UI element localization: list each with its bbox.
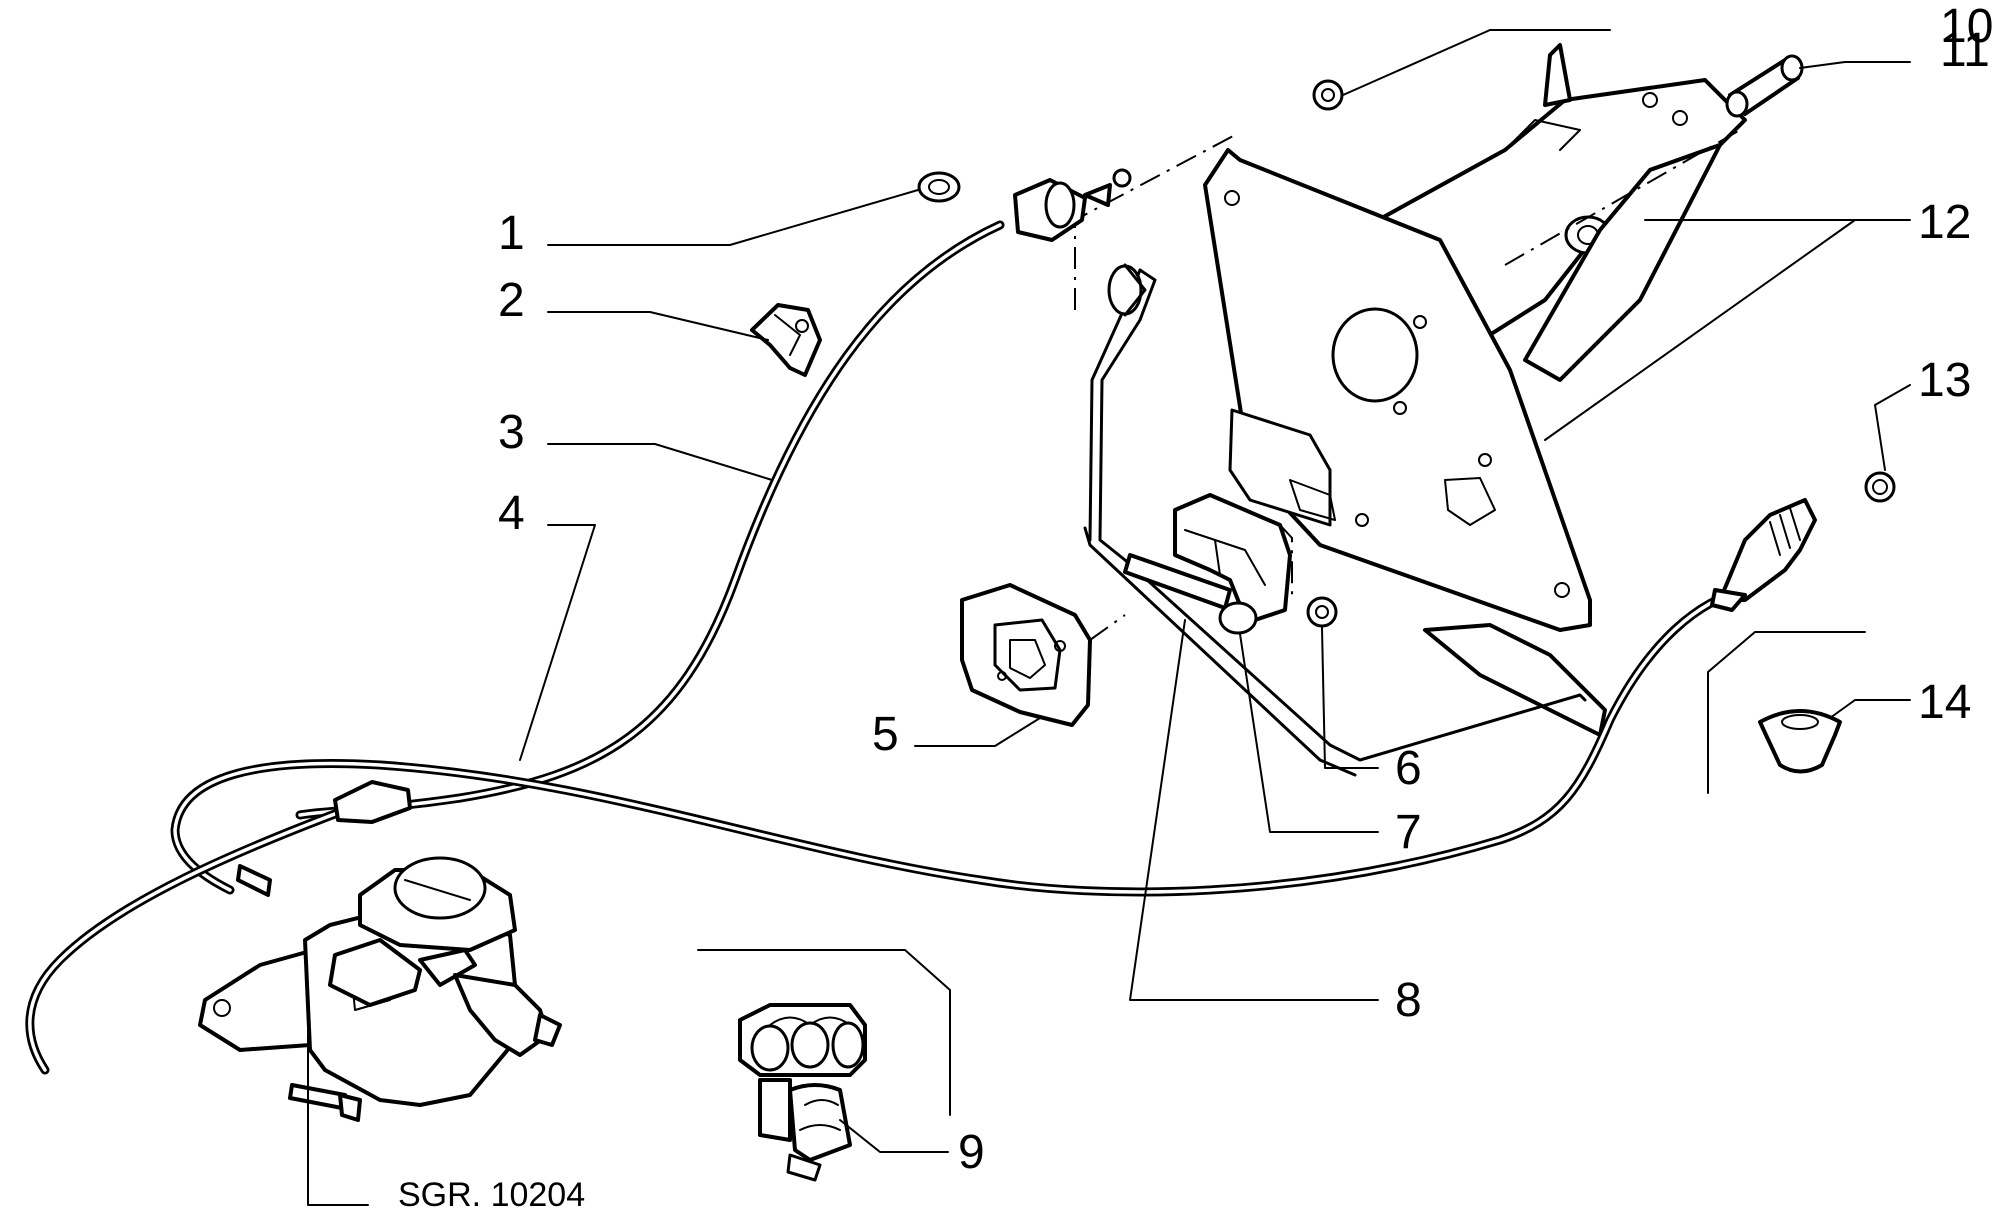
callout-6: 6	[1395, 742, 1422, 795]
callout-3: 3	[498, 406, 525, 459]
callout-5: 5	[872, 708, 899, 761]
leader-13	[1874, 384, 1911, 471]
cable-clip-9	[738, 1003, 867, 1182]
leader-1	[547, 189, 919, 246]
leader-10	[1342, 29, 1611, 96]
reference-code: SGR. 10204	[398, 1176, 585, 1209]
leader-11	[1799, 61, 1911, 69]
upper-cable-3	[295, 168, 1132, 820]
leader-lines	[307, 29, 1911, 1206]
pedal-pad	[960, 583, 1126, 727]
callout-14: 14	[1918, 676, 1971, 729]
callout-11: 11	[1940, 24, 1990, 77]
callout-10: 10	[1940, 0, 1993, 53]
callout-13: 13	[1918, 354, 1971, 407]
lower-cable-4	[170, 498, 1817, 897]
pedal-lever	[1083, 263, 1587, 777]
leader-3	[547, 443, 773, 481]
callout-4: 4	[498, 487, 525, 540]
grommet-1	[917, 171, 961, 203]
leader-5	[914, 717, 1041, 747]
dashed-leader-axis	[1279, 524, 1293, 600]
callout-8: 8	[1395, 974, 1422, 1027]
o-ring-13	[1864, 471, 1896, 503]
callout-1: 1	[498, 207, 525, 260]
leader-4	[519, 524, 596, 761]
feed-cable	[25, 780, 412, 1075]
grommet-14	[1758, 709, 1842, 774]
leader-9-frame	[697, 949, 951, 1116]
leader-12b	[1544, 219, 1856, 441]
callout-2: 2	[498, 274, 525, 327]
leader-7	[1239, 633, 1379, 833]
leader-9	[839, 1119, 949, 1153]
nut-6	[1306, 596, 1338, 628]
pedal-bracket	[1203, 43, 1747, 737]
leader-2	[547, 311, 769, 341]
bushing-11	[1725, 54, 1804, 118]
cable-clip-2	[750, 303, 822, 377]
master-cylinder-assembly	[198, 856, 562, 1122]
callout-12: 12	[1918, 196, 1971, 249]
dashed-leader-bushing	[1504, 129, 1741, 266]
leader-14-frame	[1707, 631, 1866, 794]
leader-14	[1829, 699, 1911, 719]
callout-7: 7	[1395, 806, 1422, 859]
leader-ref	[307, 1029, 369, 1206]
nut-10	[1312, 79, 1344, 111]
leader-6	[1321, 627, 1379, 769]
pedal-pivot-housing	[1173, 493, 1292, 635]
leader-8	[1129, 619, 1379, 1001]
callout-9: 9	[958, 1126, 985, 1179]
